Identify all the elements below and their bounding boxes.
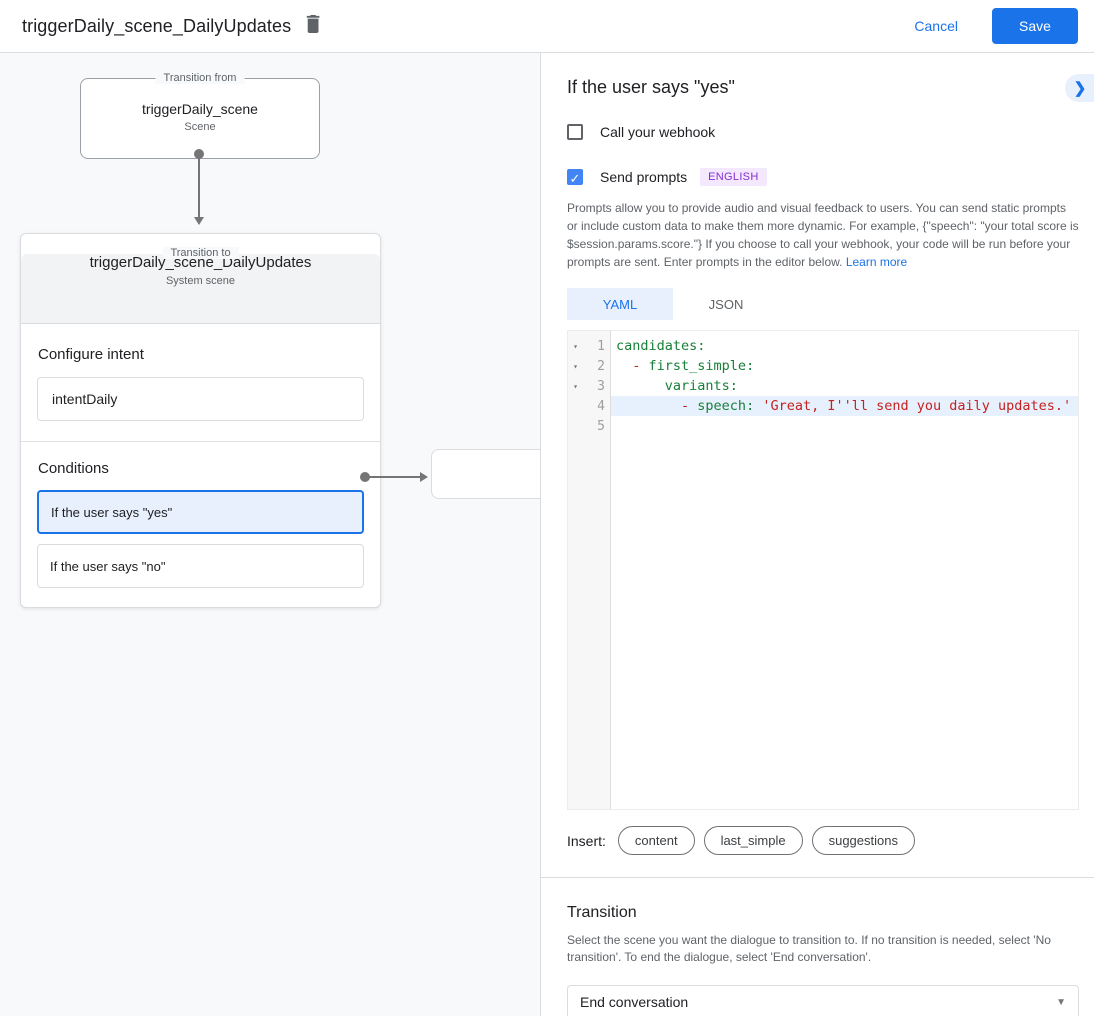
arrow-right-icon	[420, 472, 428, 482]
line-number: 2	[597, 358, 605, 374]
insert-label: Insert:	[567, 832, 606, 849]
code-token	[616, 358, 632, 374]
line-number: 3	[597, 378, 605, 394]
collapse-panel-button[interactable]: ❯	[1065, 74, 1094, 102]
prompts-description-text: Prompts allow you to provide audio and v…	[567, 201, 1079, 269]
page-title: triggerDaily_scene_DailyUpdates	[22, 15, 292, 36]
condition-item-yes[interactable]: If the user says "yes"	[37, 490, 364, 534]
transition-to-legend: Transition to	[162, 247, 239, 259]
condition-editor-panel: If the user says "yes" ❯ Call your webho…	[541, 53, 1094, 1016]
learn-more-link[interactable]: Learn more	[845, 255, 908, 269]
tab-json[interactable]: JSON	[708, 296, 744, 312]
send-prompts-checkbox[interactable]: ✓	[567, 169, 583, 186]
section-divider	[541, 877, 1094, 878]
connector-dot	[194, 149, 204, 159]
transition-heading: Transition	[567, 904, 637, 921]
gutter-row[interactable]: ▾3	[568, 376, 610, 396]
panel-title: If the user says "yes"	[567, 77, 735, 97]
line-number: 4	[597, 398, 605, 414]
to-scene-title: triggerDaily_scene_DailyUpdates	[89, 254, 312, 271]
code-line-4[interactable]: - speech: 'Great, I''ll send you daily u…	[611, 396, 1078, 416]
code-line-5[interactable]	[611, 416, 1078, 436]
card-divider	[21, 441, 380, 442]
transition-select-value: End conversation	[580, 994, 689, 1010]
line-number: 1	[597, 338, 605, 354]
transition-to-card: Transition to triggerDaily_scene_DailyUp…	[20, 233, 381, 608]
scene-card-header[interactable]: Transition to triggerDaily_scene_DailyUp…	[21, 247, 380, 324]
condition-item-no[interactable]: If the user says "no"	[37, 544, 364, 588]
prompts-description: Prompts allow you to provide audio and v…	[567, 199, 1079, 271]
trash-icon	[305, 14, 323, 38]
code-token: -	[632, 358, 649, 374]
code-token: 'Great, I''ll send you daily updates.'	[762, 398, 1072, 414]
code-line-2[interactable]: - first_simple:	[611, 356, 1078, 376]
send-prompts-label[interactable]: Send prompts	[600, 169, 688, 185]
code-token: first_simple:	[648, 358, 755, 374]
fold-arrow-icon[interactable]: ▾	[573, 361, 578, 371]
transition-target-node[interactable]	[431, 449, 540, 499]
code-token	[616, 398, 681, 414]
insert-chip-content[interactable]: content	[617, 826, 695, 855]
insert-row: Insert: content last_simple suggestions	[567, 826, 1079, 855]
dropdown-caret-icon: ▼	[1056, 996, 1066, 1008]
code-line-3[interactable]: variants:	[611, 376, 1078, 396]
cancel-button[interactable]: Cancel	[914, 18, 958, 34]
gutter-row[interactable]: ▾1	[568, 336, 610, 356]
insert-chip-last-simple[interactable]: last_simple	[703, 826, 803, 855]
connector-dot	[360, 472, 370, 482]
fold-arrow-icon[interactable]: ▾	[573, 381, 578, 391]
top-bar: triggerDaily_scene_DailyUpdates Cancel S…	[0, 0, 1094, 53]
gutter-row[interactable]: ▾2	[568, 356, 610, 376]
chevron-right-icon: ❯	[1073, 80, 1087, 97]
intent-label: intentDaily	[52, 391, 118, 407]
connector-line	[366, 476, 420, 478]
code-token: variants:	[664, 378, 738, 394]
call-webhook-label[interactable]: Call your webhook	[600, 124, 716, 140]
condition-label: If the user says "yes"	[51, 504, 173, 520]
line-number: 5	[597, 418, 605, 434]
intent-item[interactable]: intentDaily	[37, 377, 364, 421]
editor-format-tabs: YAML JSON	[567, 288, 1079, 320]
code-token	[616, 378, 665, 394]
transition-select[interactable]: End conversation ▼	[567, 985, 1079, 1016]
condition-label: If the user says "no"	[50, 558, 166, 574]
code-token: speech:	[697, 398, 763, 414]
code-token: -	[681, 398, 698, 414]
editor-code[interactable]: candidates: - first_simple: variants: - …	[611, 331, 1078, 809]
delete-scene-button[interactable]	[305, 14, 323, 38]
insert-chip-suggestions[interactable]: suggestions	[811, 826, 915, 855]
from-scene-subtitle: Scene	[184, 121, 216, 133]
tab-yaml[interactable]: YAML	[567, 288, 673, 320]
gutter-row[interactable]: 5	[568, 416, 610, 436]
conditions-heading: Conditions	[38, 460, 109, 477]
language-badge: ENGLISH	[700, 168, 767, 186]
transition-from-node[interactable]: Transition from triggerDaily_scene Scene	[80, 72, 320, 159]
code-line-1[interactable]: candidates:	[611, 336, 1078, 356]
from-scene-title: triggerDaily_scene	[142, 101, 258, 117]
configure-intent-heading: Configure intent	[38, 346, 144, 363]
to-scene-subtitle: System scene	[165, 275, 236, 287]
fold-arrow-icon[interactable]: ▾	[573, 341, 578, 351]
code-token: candidates:	[616, 338, 706, 354]
transition-description: Select the scene you want the dialogue t…	[567, 933, 1051, 964]
save-button[interactable]: Save	[992, 8, 1078, 44]
gutter-row[interactable]: 4	[568, 396, 610, 416]
transition-from-legend: Transition from	[155, 72, 245, 84]
call-webhook-checkbox[interactable]	[567, 124, 583, 140]
arrow-down-icon	[194, 217, 204, 225]
scene-diagram-canvas: Transition from triggerDaily_scene Scene…	[0, 53, 541, 1016]
connector-line	[198, 157, 200, 217]
